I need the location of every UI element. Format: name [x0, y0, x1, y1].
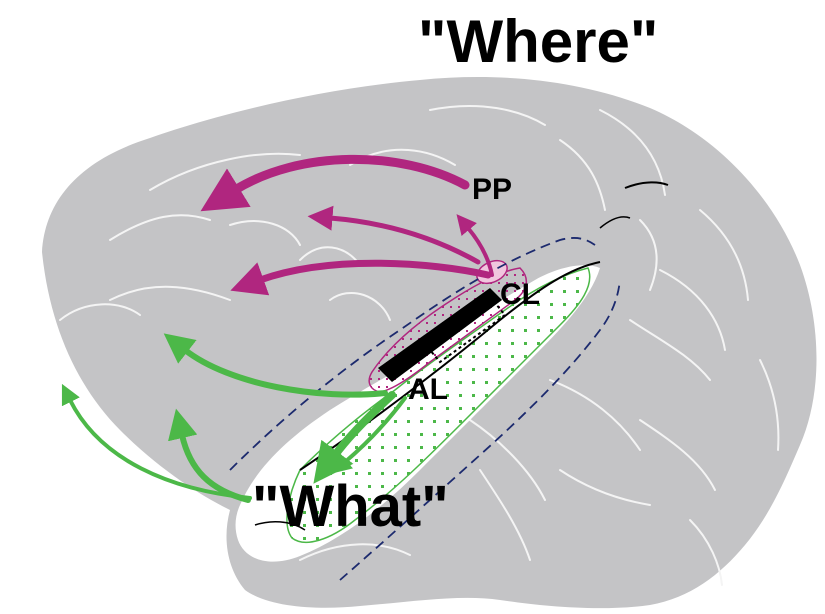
- where-label: "Where": [418, 12, 658, 72]
- cl-label: CL: [500, 280, 540, 310]
- pp-label: PP: [472, 175, 512, 205]
- al-label: AL: [408, 375, 448, 405]
- what-label: "What": [252, 478, 449, 536]
